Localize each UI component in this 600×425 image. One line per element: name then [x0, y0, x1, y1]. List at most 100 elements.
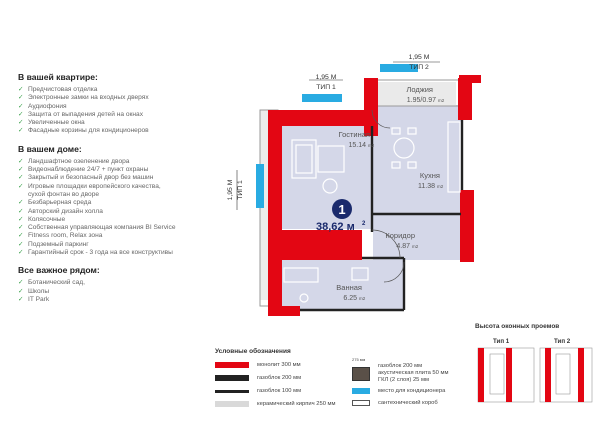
window-dim-2: 1,95 М	[409, 54, 430, 61]
legend-item-ac: место для кондиционера	[352, 388, 445, 394]
window-type-3: ТИП 1	[237, 180, 244, 200]
legend-label: керамический кирпич 250 мм	[257, 401, 336, 407]
feature-item: ✓Ландшафтное озеленение двора	[18, 158, 243, 166]
room-area-living: 15.14	[348, 142, 366, 149]
check-icon: ✓	[18, 295, 24, 303]
room-unit-bathroom: m2	[359, 296, 366, 301]
total-area-sup: 2	[362, 221, 366, 227]
feature-item: ✓IT Park	[18, 296, 243, 304]
feature-item: ✓ Безбарьерная среда	[18, 199, 243, 207]
kitchen-floor	[373, 105, 461, 225]
legend-item-gasblock-100: газоблок 100 мм	[215, 388, 301, 394]
legend-label: газоблок 100 мм	[257, 388, 302, 394]
check-icon: ✓	[18, 182, 24, 190]
legend-item-composite-wall: газоблок 200 мм акустическая плита 50 мм…	[352, 363, 448, 384]
furniture	[283, 121, 461, 303]
room-unit-living: m2	[368, 143, 375, 148]
feature-text: Видеонаблюдение 24/7 + пункт охраны	[28, 166, 149, 174]
feature-text: Собственная управляющая компания BI Serv…	[28, 224, 176, 232]
room-name-bathroom: Ванная	[336, 283, 362, 292]
feature-text: Подземный паркинг	[28, 240, 89, 248]
feature-text: Фасадные корзины для кондиционеров	[28, 127, 149, 135]
feature-text: Ботанический сад,	[28, 279, 85, 287]
window-type-1: ТИП 1	[316, 84, 336, 91]
window-heights-title: Высота оконных проемов	[475, 323, 560, 330]
feature-text: Безбарьерная среда	[28, 199, 92, 207]
legend-swatch	[215, 401, 249, 407]
window-type-2: ТИП 2	[409, 64, 429, 71]
check-icon: ✓	[18, 174, 24, 182]
dimension-lines	[236, 61, 440, 210]
section-title: В вашей квартире:	[18, 72, 98, 82]
feature-text: Fitness room, Relax зона	[28, 232, 103, 240]
feature-text: Авторский дизайн холла	[28, 207, 103, 215]
legend-swatch	[352, 388, 370, 394]
feature-item: ✓Электронные замки на входных дверях	[18, 94, 243, 102]
room-area-corridor: 4.87	[396, 243, 410, 250]
feature-text: Ландшафтное озеленение двора	[28, 157, 130, 165]
partitions	[300, 120, 464, 312]
window-dim-1: 1,95 М	[316, 74, 337, 81]
legend-item-brick: керамический кирпич 250 мм	[215, 401, 336, 407]
feature-item: ✓ Аудиофония	[18, 103, 243, 111]
window-type-1-drawing	[477, 347, 535, 403]
legend-swatch	[352, 400, 370, 406]
feature-item: ✓Защита от выпадения детей на окнах	[18, 111, 243, 119]
legend-label: сантехнический короб	[378, 400, 438, 406]
loggia-floor	[378, 82, 456, 106]
feature-item: ✓ Видеонаблюдение 24/7 + пункт охраны	[18, 166, 243, 174]
feature-item: ✓ Увеличенные окна	[18, 119, 243, 127]
feature-item: ✓ Fitness room, Relax зона	[18, 232, 243, 240]
check-icon: ✓	[18, 199, 24, 207]
check-icon: ✓	[18, 166, 24, 174]
room-area-loggia: 1.95/0.97	[407, 97, 436, 104]
features-panel: В вашей квартире: ✓Предчистовая отделка …	[18, 72, 243, 312]
feature-text: Закрытый и безопасный двор без машин	[28, 174, 154, 182]
check-icon: ✓	[18, 110, 24, 118]
feature-text: Предчистовая отделка	[28, 86, 98, 93]
feature-item: ✓Гарантийный срок - 3 года на все констр…	[18, 249, 243, 257]
check-icon: ✓	[18, 279, 24, 287]
window-type-label-2: Тип 2	[554, 338, 571, 345]
check-icon: ✓	[18, 240, 24, 248]
check-icon: ✓	[18, 249, 24, 257]
section-title: В вашем доме:	[18, 143, 82, 154]
check-icon: ✓	[18, 119, 24, 127]
feature-text: Игровые площадки европейского качества,	[28, 182, 161, 190]
legend-label: газоблок 200 мм	[378, 363, 423, 369]
feature-item: ✓Колясочные	[18, 216, 243, 224]
feature-text: Аудиофония	[28, 102, 67, 110]
legend-thickness-note: 275 мм	[352, 357, 366, 362]
check-icon: ✓	[18, 94, 24, 102]
room-name-kitchen: Кухня	[420, 171, 440, 180]
monolith-walls	[268, 75, 481, 316]
features-section-apartment: В вашей квартире: ✓Предчистовая отделка …	[18, 72, 243, 136]
check-icon: ✓	[18, 102, 24, 110]
check-icon: ✓	[18, 207, 24, 215]
feature-item: ✓ Подземный паркинг	[18, 241, 243, 249]
feature-text: Школы	[28, 287, 50, 295]
feature-text: Увеличенные окна	[28, 119, 85, 127]
feature-item: ✓Школы	[18, 288, 243, 296]
check-icon: ✓	[18, 232, 24, 240]
doors	[371, 109, 405, 283]
corridor-floor	[373, 215, 461, 260]
feature-text: сухой фонтан во дворе	[28, 190, 100, 198]
room-unit-corridor: m2	[412, 244, 419, 249]
room-name-living: Гостиная	[339, 130, 370, 139]
total-area: 38,62 м	[316, 221, 355, 233]
feature-item-continued: сухой фонтан во дворе	[18, 191, 243, 199]
feature-text: Колясочные	[28, 215, 66, 223]
feature-item: ✓ Собственная управляющая компания BI Ser…	[18, 224, 243, 232]
feature-item: ✓Фасадные корзины для кондиционеров	[18, 127, 243, 135]
check-icon: ✓	[18, 86, 24, 93]
features-section-house: В вашем доме: ✓Ландшафтное озеленение дв…	[18, 144, 243, 258]
legend-item-plumbing-box: сантехнический короб	[352, 400, 438, 406]
feature-item: ✓ Авторский дизайн холла	[18, 208, 243, 216]
legend-item-gasblock-200: газоблок 200 мм	[215, 375, 301, 381]
check-icon: ✓	[18, 224, 24, 232]
room-name-loggia: Лоджия	[406, 85, 433, 94]
room-area-bathroom: 6.25	[343, 295, 357, 302]
legend-swatch	[215, 389, 249, 393]
